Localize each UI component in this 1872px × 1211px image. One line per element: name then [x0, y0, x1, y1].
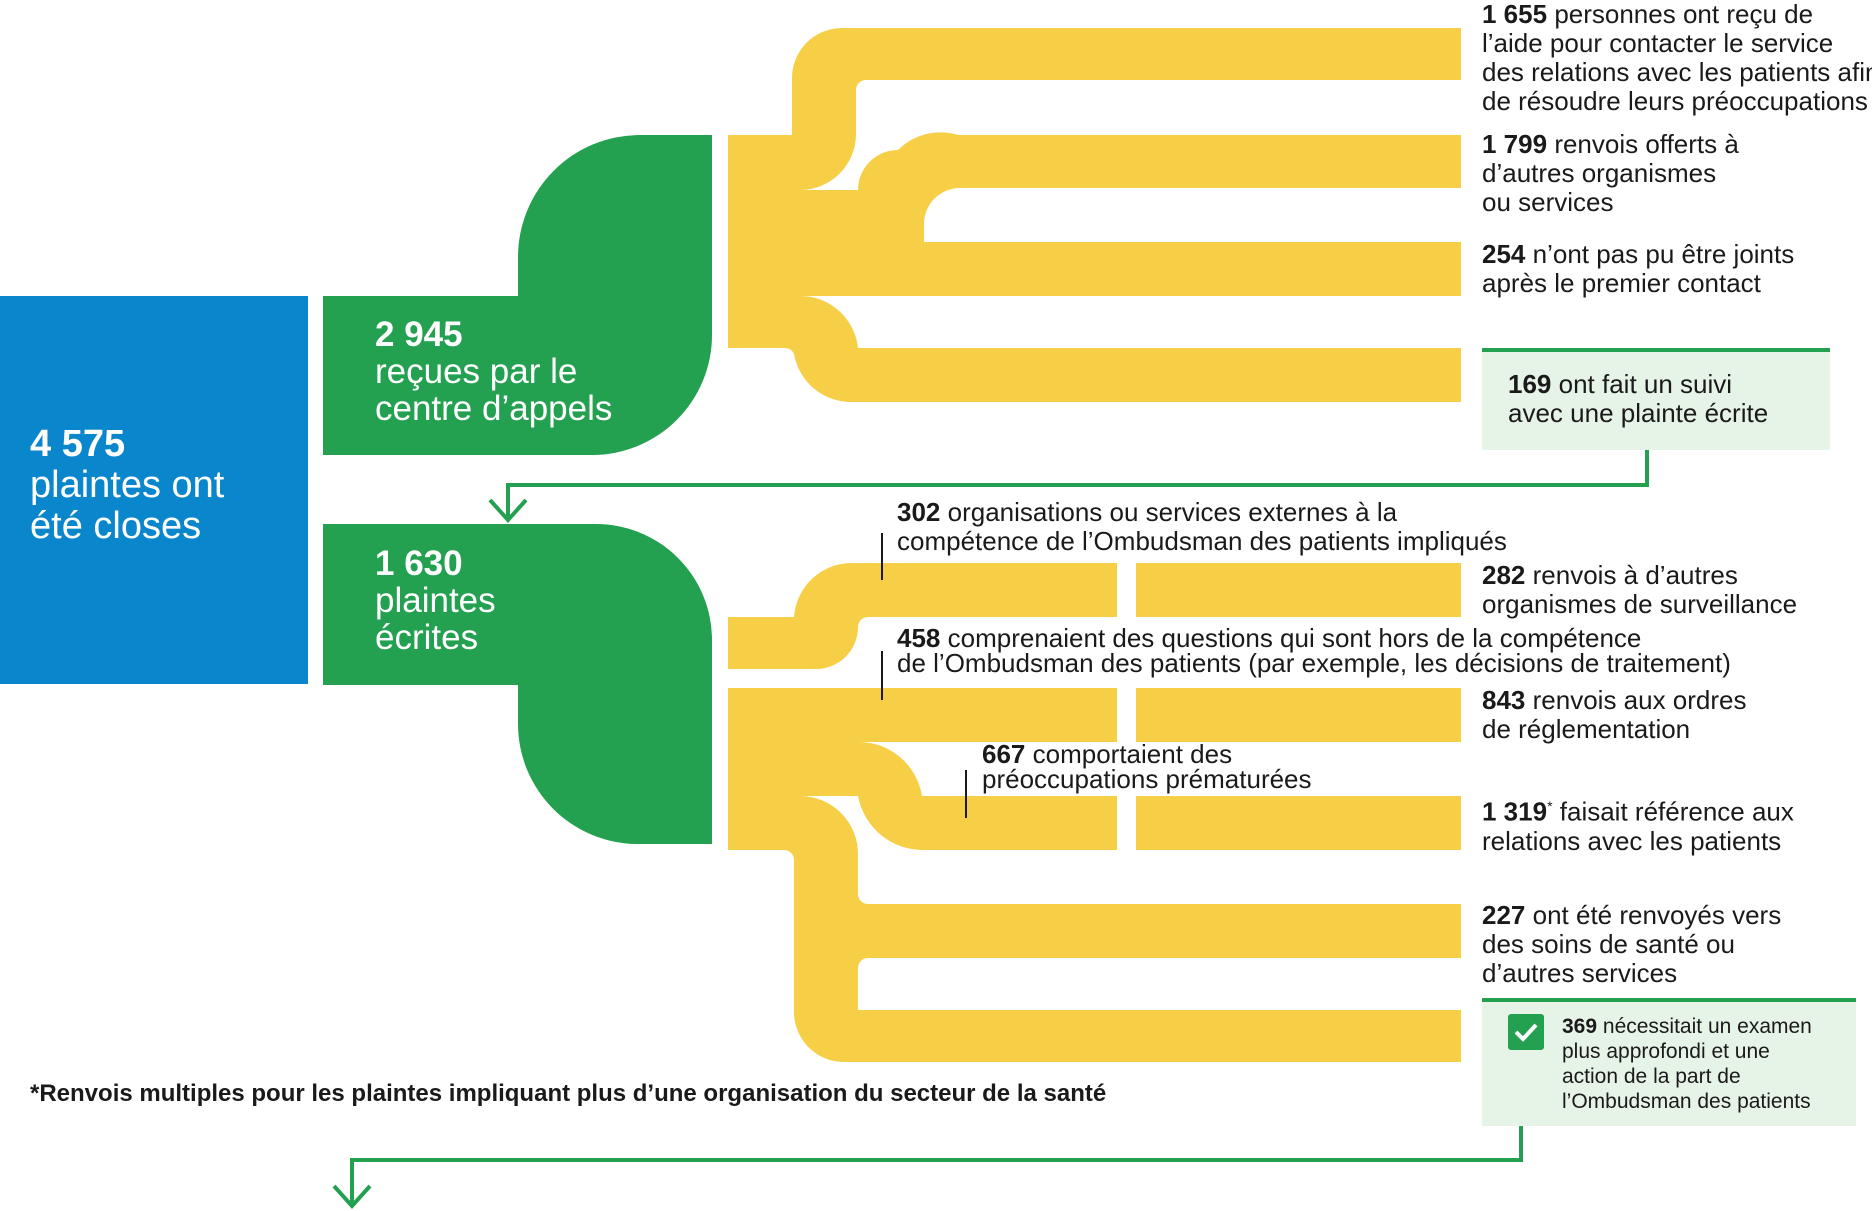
- footnote-marker: *: [1547, 798, 1553, 814]
- total-box: [0, 296, 308, 684]
- outcome-text: action de la part de: [1562, 1065, 1741, 1088]
- call-centre-number: 2 945: [375, 315, 463, 354]
- connector-169-to-written: [488, 450, 1649, 523]
- outcome-text: ont été renvoyés vers: [1532, 900, 1782, 930]
- written-number: 1 630: [375, 544, 463, 583]
- outcome-text: de réglementation: [1482, 714, 1691, 744]
- outcome-text: d’autres services: [1482, 958, 1678, 988]
- outcome-number: 282: [1482, 560, 1526, 590]
- outcome-text: ont fait un suivi: [1558, 369, 1733, 399]
- arrow-head-icon: [332, 1184, 372, 1209]
- flow-254: [728, 242, 1461, 296]
- outcome-227: 227 ont été renvoyés vers des soins de s…: [1482, 901, 1781, 988]
- note-text: comportaient des: [1032, 739, 1233, 769]
- arrow-head-icon: [488, 498, 528, 523]
- outcome-282: 282 renvois à d’autres organismes de sur…: [1482, 561, 1797, 619]
- note-text: préoccupations prématurées: [982, 764, 1312, 794]
- outcome-text: faisait référence aux: [1559, 796, 1794, 827]
- outcome-text: après le premier contact: [1482, 268, 1761, 298]
- outcome-text: organismes de surveillance: [1482, 589, 1798, 619]
- total-label: plaintes ont été closes: [30, 464, 225, 547]
- footnote: *Renvois multiples pour les plaintes imp…: [30, 1080, 1107, 1107]
- flow-1319: [728, 741, 1117, 851]
- outcome-number: 254: [1482, 239, 1526, 269]
- written-flows: [728, 562, 1461, 1062]
- outcome-1799: 1 799 renvois offerts à d’autres organis…: [1482, 130, 1739, 217]
- outcome-169-box: [1482, 348, 1830, 450]
- outcome-text: l’Ombudsman des patients: [1562, 1090, 1811, 1113]
- note-text: comprenaient des questions qui sont hors…: [947, 623, 1642, 653]
- total-text: 4 575 plaintes ont été closes: [30, 424, 224, 547]
- outcome-text: l’aide pour contacter le service: [1482, 28, 1834, 58]
- flow-1319-right: [1136, 796, 1461, 850]
- outcome-text: plus approfondi et une: [1562, 1040, 1770, 1063]
- note-number: 302: [897, 497, 941, 527]
- outcome-1655: 1 655 personnes ont reçu de l’aide pour …: [1482, 0, 1872, 116]
- call-centre-flows: [728, 28, 1461, 403]
- written-text: 1 630 plaintes écrites: [375, 545, 496, 656]
- call-centre-text: 2 945 reçues par le centre d’appels: [375, 316, 612, 427]
- outcome-text: avec une plainte écrite: [1508, 398, 1769, 428]
- note-667: 667 comportaient des préoccupations prém…: [982, 739, 1312, 794]
- outcome-text: de résoudre leurs préoccupations: [1482, 86, 1868, 116]
- outcome-number: 1 655: [1482, 0, 1548, 29]
- call-centre-box: [323, 135, 712, 455]
- flow-282-band: [728, 562, 1117, 669]
- total-number: 4 575: [30, 423, 126, 465]
- outcome-number: 169: [1508, 369, 1552, 399]
- outcome-text: nécessitait un examen: [1602, 1015, 1812, 1038]
- outcome-369-box: [1482, 998, 1856, 1126]
- outcome-843: 843 renvois aux ordres de réglementation: [1482, 686, 1747, 744]
- note-number: 458: [897, 623, 941, 653]
- outcome-number: 227: [1482, 900, 1526, 930]
- connector-369-down: [332, 1108, 1523, 1209]
- outcome-text: renvois offerts à: [1554, 129, 1739, 159]
- outcome-number: 843: [1482, 685, 1526, 715]
- outcome-text: personnes ont reçu de: [1554, 0, 1814, 29]
- written-label: plaintes écrites: [375, 581, 496, 657]
- outcome-1319: 1 319* faisait référence aux relations a…: [1482, 792, 1794, 856]
- outcome-text: des soins de santé ou: [1482, 929, 1735, 959]
- outcome-169: 169 ont fait un suivi avec une plainte é…: [1508, 370, 1768, 428]
- outcome-text: n’ont pas pu être joints: [1532, 239, 1795, 269]
- note-302: 302 organisations ou services externes à…: [897, 498, 1507, 556]
- outcome-text: renvois à d’autres: [1532, 560, 1738, 590]
- note-458: 458 comprenaient des questions qui sont …: [897, 623, 1731, 678]
- flow-227-369: [728, 796, 1461, 1062]
- outcome-number: 369: [1562, 1015, 1598, 1038]
- outcome-text: ou services: [1482, 187, 1614, 217]
- flow-282-right: [1136, 563, 1461, 617]
- flow-1799-band: [728, 132, 1461, 242]
- outcome-number: 1 799: [1482, 129, 1548, 159]
- note-text: compétence de l’Ombudsman des patients i…: [897, 526, 1507, 556]
- flow-843-left: [728, 688, 1117, 742]
- outcome-number: 1 319: [1482, 796, 1548, 827]
- outcome-text: des relations avec les patients afin: [1482, 57, 1872, 87]
- outcome-369: 369 nécessitait un examen plus approfond…: [1562, 1014, 1812, 1114]
- note-number: 667: [982, 739, 1026, 769]
- flow-169: [728, 295, 1461, 403]
- outcome-text: renvois aux ordres: [1532, 685, 1747, 715]
- outcome-text: relations avec les patients: [1482, 825, 1782, 856]
- note-text: de l’Ombudsman des patients (par exemple…: [897, 648, 1731, 678]
- outcome-254: 254 n’ont pas pu être joints après le pr…: [1482, 240, 1794, 298]
- flow-843-right: [1136, 688, 1461, 742]
- written-box: [323, 524, 712, 844]
- note-text: organisations ou services externes à la: [947, 497, 1398, 527]
- flow-1655: [728, 28, 1461, 190]
- call-centre-label: reçues par le centre d’appels: [375, 352, 613, 428]
- outcome-text: d’autres organismes: [1482, 158, 1717, 188]
- checkmark-icon: [1508, 1014, 1544, 1050]
